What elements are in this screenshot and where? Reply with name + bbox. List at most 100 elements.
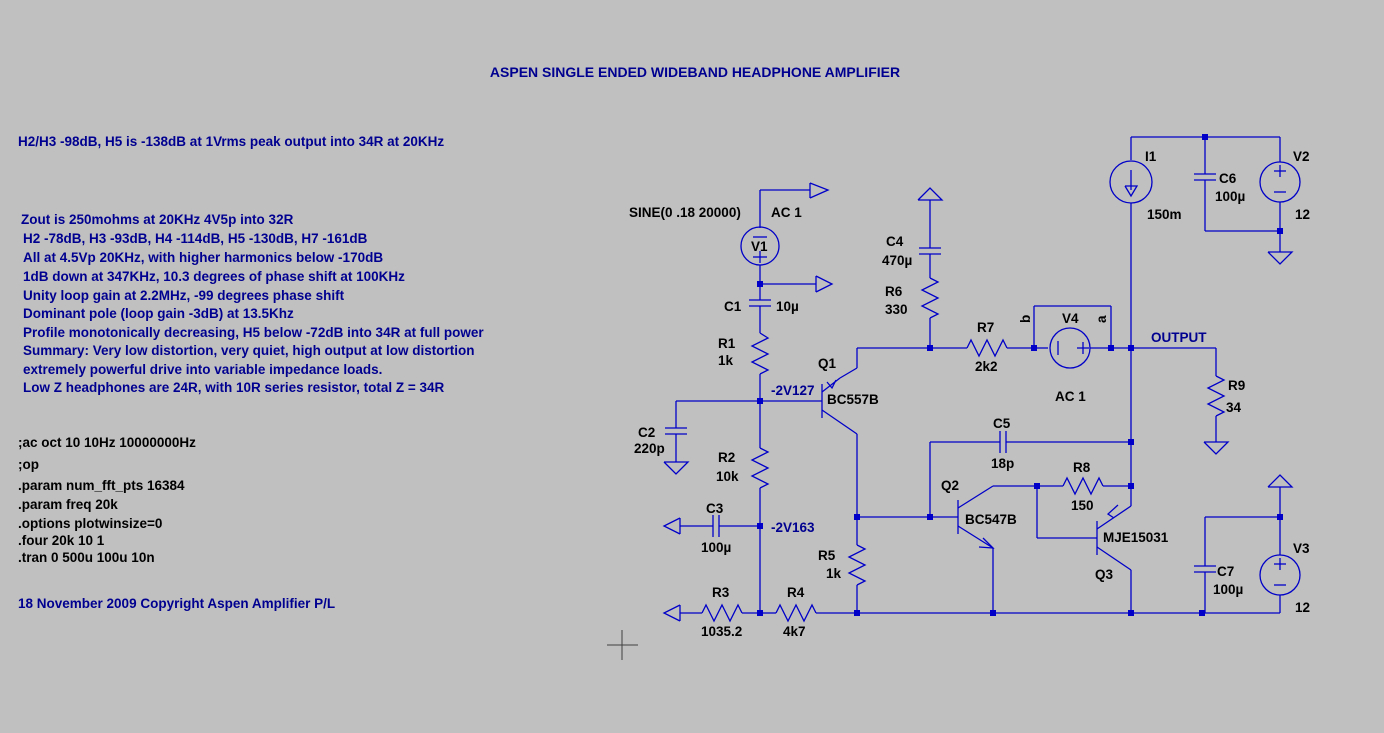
directive-line: .tran 0 500u 100u 10n: [18, 550, 155, 565]
V4-source[interactable]: V4 AC 1 b a: [1018, 305, 1112, 404]
V4-pin-b: b: [1018, 315, 1033, 323]
I1-value: 150m: [1147, 207, 1182, 222]
R6-value: 330: [885, 302, 908, 317]
Q3-value: MJE15031: [1103, 530, 1169, 545]
V4-pin-a: a: [1094, 315, 1109, 323]
I1-label: I1: [1145, 149, 1157, 164]
C5-capacitor[interactable]: C5 18p: [929, 416, 1131, 517]
directive-line: ;op: [18, 457, 39, 472]
R1-resistor[interactable]: R1 1k: [718, 332, 770, 401]
R5-value: 1k: [826, 566, 842, 581]
C5-label: C5: [993, 416, 1011, 431]
C6-value: 100µ: [1215, 189, 1245, 204]
signal-flag-icon: [760, 275, 834, 293]
note-line: All at 4.5Vp 20KHz, with higher harmonic…: [23, 250, 383, 265]
signal-flag-icon: [759, 182, 830, 208]
V3-label: V3: [1293, 541, 1310, 556]
R4-value: 4k7: [783, 624, 806, 639]
V2-label: V2: [1293, 149, 1310, 164]
Q2-transistor[interactable]: Q2 BC547B: [941, 478, 1037, 613]
Q3-label: Q3: [1095, 567, 1114, 582]
C6-capacitor[interactable]: C6 100µ: [1194, 137, 1280, 232]
spec-notes: Zout is 250mohms at 20KHz 4V5p into 32R …: [21, 212, 484, 395]
C4-capacitor[interactable]: C4 470µ: [882, 187, 944, 278]
headline-note: H2/H3 -98dB, H5 is -138dB at 1Vrms peak …: [18, 134, 444, 149]
R9-label: R9: [1228, 378, 1245, 393]
R3-label: R3: [712, 585, 730, 600]
spice-directives: ;ac oct 10 10Hz 10000000Hz ;op .param nu…: [18, 435, 196, 565]
C2-capacitor[interactable]: C2 220p: [634, 400, 760, 475]
node-voltage-mid: -2V163: [771, 520, 815, 535]
R1-value: 1k: [718, 353, 734, 368]
directive-line: ;ac oct 10 10Hz 10000000Hz: [18, 435, 196, 450]
R3-value: 1035.2: [701, 624, 742, 639]
note-line: Dominant pole (loop gain -3dB) at 13.5Kh…: [23, 306, 294, 321]
note-line: 1dB down at 347KHz, 10.3 degrees of phas…: [23, 269, 405, 284]
Q3-transistor[interactable]: MJE15031 Q3: [1036, 486, 1169, 613]
note-line: Profile monotonically decreasing, H5 bel…: [23, 325, 484, 340]
V2-source[interactable]: V2 12: [1259, 137, 1310, 265]
directive-line: .param num_fft_pts 16384: [18, 478, 185, 493]
C5-value: 18p: [991, 456, 1014, 471]
Q1-value: BC557B: [827, 392, 879, 407]
note-line: Unity loop gain at 2.2MHz, -99 degrees p…: [23, 288, 345, 303]
note-line: extremely powerful drive into variable i…: [23, 362, 382, 377]
R4-resistor[interactable]: R4 4k7: [760, 585, 857, 639]
note-line: Summary: Very low distortion, very quiet…: [23, 343, 475, 358]
C4-value: 470µ: [882, 253, 912, 268]
output-node-label: OUTPUT: [1151, 330, 1207, 345]
V1-ac: AC 1: [771, 205, 802, 220]
note-line: Low Z headphones are 24R, with 10R serie…: [23, 380, 445, 395]
R6-resistor[interactable]: R6 330: [885, 277, 940, 348]
R7-value: 2k2: [975, 359, 998, 374]
C7-value: 100µ: [1213, 582, 1243, 597]
C3-capacitor[interactable]: C3 100µ: [662, 501, 760, 555]
R9-resistor[interactable]: R9 34: [1131, 347, 1245, 455]
R2-label: R2: [718, 450, 735, 465]
schematic-title: ASPEN SINGLE ENDED WIDEBAND HEADPHONE AM…: [490, 64, 900, 80]
directive-line: .options plotwinsize=0: [18, 516, 162, 531]
R5-label: R5: [818, 548, 836, 563]
R6-label: R6: [885, 284, 903, 299]
C6-label: C6: [1219, 171, 1237, 186]
R8-resistor[interactable]: R8 150: [1037, 460, 1131, 513]
node-dot: [1277, 228, 1283, 234]
C3-label: C3: [706, 501, 724, 516]
V4-label: V4: [1062, 311, 1079, 326]
R7-resistor[interactable]: R7 2k2: [930, 320, 1034, 374]
V1-value: SINE(0 .18 20000): [629, 205, 741, 220]
C7-label: C7: [1217, 564, 1234, 579]
C1-value: 10µ: [776, 299, 799, 314]
R2-resistor[interactable]: R2 10k: [716, 401, 770, 526]
Q1-label: Q1: [818, 356, 837, 371]
V4-value: AC 1: [1055, 389, 1086, 404]
R1-label: R1: [718, 336, 736, 351]
crosshair-cursor-icon: [607, 630, 638, 660]
Q2-label: Q2: [941, 478, 959, 493]
R8-label: R8: [1073, 460, 1091, 475]
directive-line: .param freq 20k: [18, 497, 118, 512]
node-dot: [1199, 610, 1205, 616]
note-line: H2 -78dB, H3 -93dB, H4 -114dB, H5 -130dB…: [23, 231, 368, 246]
V3-value: 12: [1295, 600, 1310, 615]
I1-current-source[interactable]: I1 150m: [1109, 137, 1182, 222]
directive-line: .four 20k 10 1: [18, 533, 105, 548]
R2-value: 10k: [716, 469, 739, 484]
C1-capacitor[interactable]: C1 10µ: [724, 287, 799, 333]
Q1-transistor[interactable]: Q1 BC557B: [760, 348, 879, 517]
V1-label: V1: [751, 239, 768, 254]
C3-value: 100µ: [701, 540, 731, 555]
R4-label: R4: [787, 585, 805, 600]
C1-label: C1: [724, 299, 742, 314]
R9-value: 34: [1226, 400, 1242, 415]
R5-resistor[interactable]: R5 1k: [818, 517, 867, 613]
C2-value: 220p: [634, 441, 665, 456]
copyright-note: 18 November 2009 Copyright Aspen Amplifi…: [18, 596, 335, 611]
V2-value: 12: [1295, 207, 1310, 222]
R3-resistor[interactable]: R3 1035.2: [662, 585, 760, 639]
V1-source[interactable]: V1 SINE(0 .18 20000) AC 1: [629, 205, 802, 284]
R7-label: R7: [977, 320, 994, 335]
C7-capacitor[interactable]: C7 100µ: [1194, 516, 1280, 613]
V3-source[interactable]: V3 12: [1259, 474, 1310, 615]
